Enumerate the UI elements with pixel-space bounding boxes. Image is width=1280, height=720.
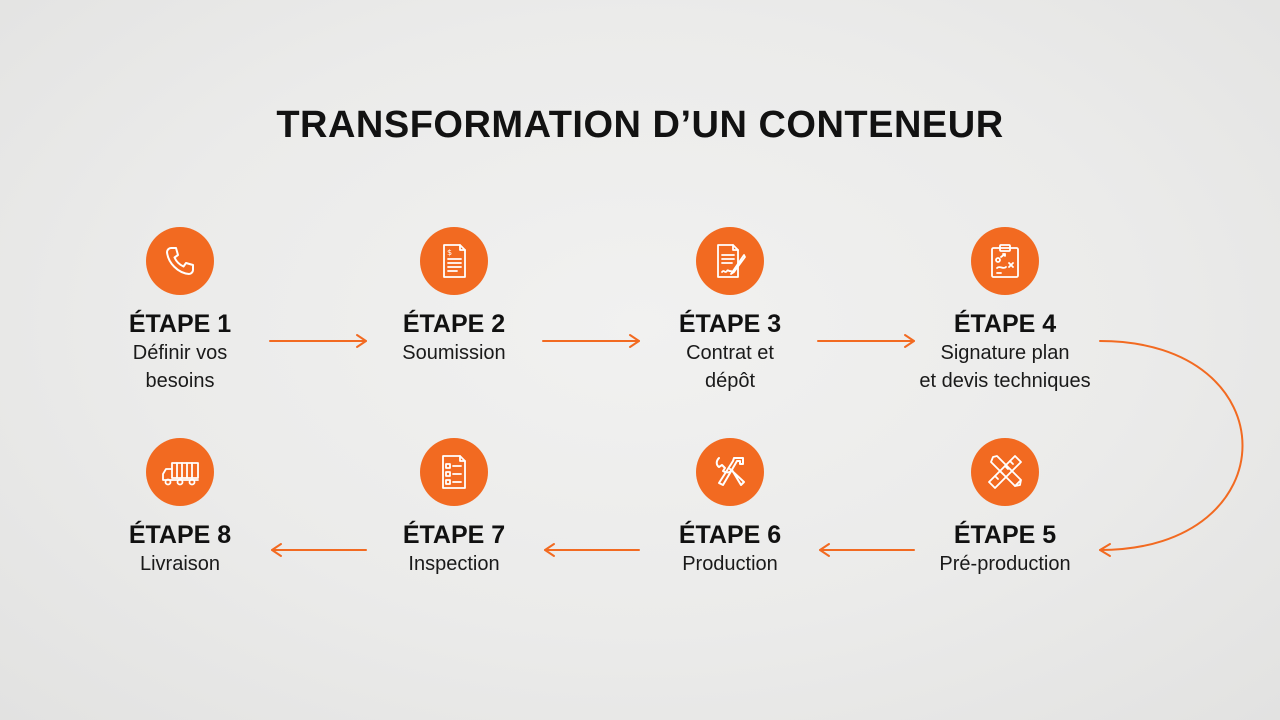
step-1: ÉTAPE 1 Définir vos besoins xyxy=(60,227,300,395)
step-1-description: Définir vos besoins xyxy=(132,342,228,392)
step-5-description: Pré-production xyxy=(939,553,1071,575)
step-2-icon-badge: $ xyxy=(420,227,488,295)
step-6-icon-badge xyxy=(696,438,764,506)
step-8-label: ÉTAPE 8 xyxy=(128,521,232,549)
page-title: TRANSFORMATION D’UN CONTENEUR xyxy=(276,104,1004,146)
arrow-step7-to-step8 xyxy=(271,543,367,557)
ruler-pencil-icon xyxy=(988,455,1022,489)
step-3-label: ÉTAPE 3 xyxy=(678,310,782,338)
step-1-label: ÉTAPE 1 xyxy=(128,310,232,338)
invoice-document-icon: $ xyxy=(443,244,466,278)
step-4-icon-badge xyxy=(971,227,1039,295)
step-7-description: Inspection xyxy=(408,553,500,575)
phone-icon xyxy=(166,247,194,275)
step-6-label: ÉTAPE 6 xyxy=(678,521,782,549)
step-8: ÉTAPE 8 Livraison xyxy=(60,438,300,578)
step-6: ÉTAPE 6 Production xyxy=(610,438,850,578)
step-4-description: Signature plan et devis techniques xyxy=(919,342,1091,392)
arrow-step2-to-step3 xyxy=(542,334,640,348)
step-3-icon-badge xyxy=(696,227,764,295)
svg-text:$: $ xyxy=(447,248,452,257)
step-7-label: ÉTAPE 7 xyxy=(402,521,506,549)
step-2: $ ÉTAPE 2 Soumission xyxy=(334,227,574,367)
checklist-icon xyxy=(442,455,466,489)
step-4: ÉTAPE 4 Signature plan et devis techniqu… xyxy=(885,227,1125,395)
signed-contract-icon xyxy=(717,244,746,278)
step-7: ÉTAPE 7 Inspection xyxy=(334,438,574,578)
step-7-icon-badge xyxy=(420,438,488,506)
arrow-step6-to-step7 xyxy=(544,543,640,557)
arrow-step4-to-step5-curve xyxy=(1099,340,1244,557)
step-1-icon-badge xyxy=(146,227,214,295)
arrow-step3-to-step4 xyxy=(817,334,915,348)
step-2-description: Soumission xyxy=(402,342,506,364)
step-6-description: Production xyxy=(682,553,778,575)
step-5: ÉTAPE 5 Pré-production xyxy=(885,438,1125,578)
arrow-step1-to-step2 xyxy=(269,334,367,348)
step-3-description: Contrat et dépôt xyxy=(686,342,774,392)
step-2-label: ÉTAPE 2 xyxy=(402,310,506,338)
step-3: ÉTAPE 3 Contrat et dépôt xyxy=(610,227,850,395)
step-4-label: ÉTAPE 4 xyxy=(953,310,1057,338)
step-8-icon-badge xyxy=(146,438,214,506)
step-8-description: Livraison xyxy=(139,553,221,575)
delivery-truck-icon xyxy=(162,462,199,486)
clipboard-plan-icon xyxy=(991,244,1019,278)
step-5-icon-badge xyxy=(971,438,1039,506)
step-5-label: ÉTAPE 5 xyxy=(953,521,1057,549)
arrow-step5-to-step6 xyxy=(819,543,915,557)
wrench-hammer-icon xyxy=(715,457,745,486)
